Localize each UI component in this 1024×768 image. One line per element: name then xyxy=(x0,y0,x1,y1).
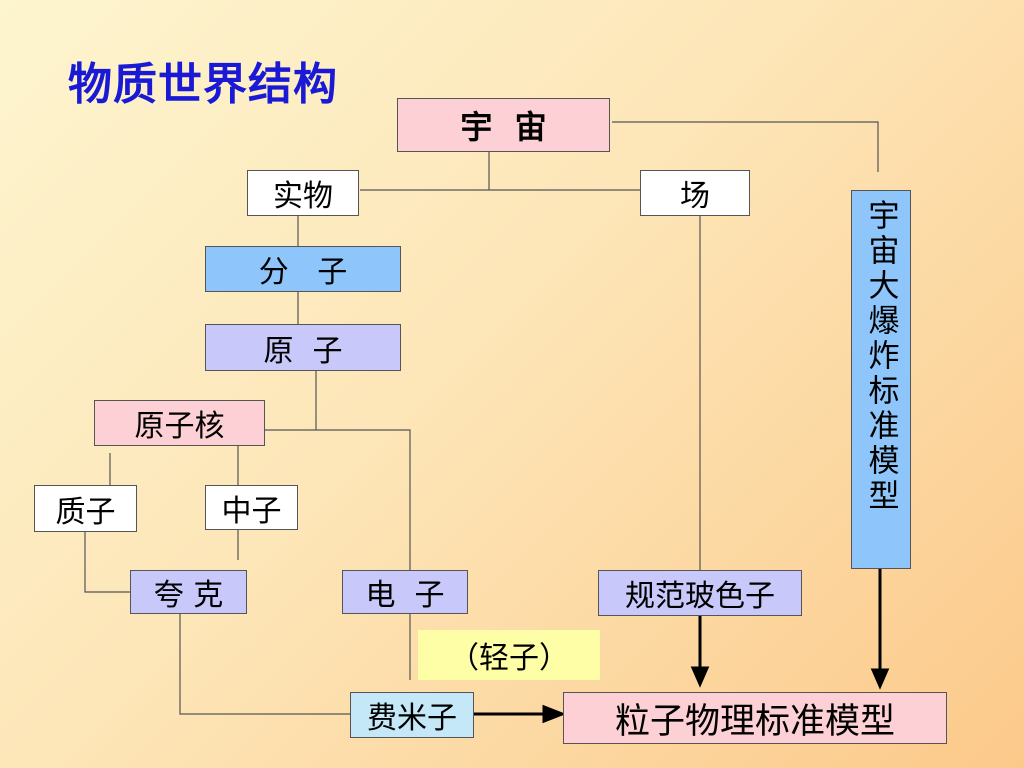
lepton-note: （轻子） xyxy=(418,630,600,680)
node-quark: 夸 克 xyxy=(130,570,247,614)
node-universe: 宇 宙 xyxy=(397,98,610,152)
node-matter: 实物 xyxy=(247,170,359,216)
node-proton: 质子 xyxy=(34,485,137,532)
node-big-bang-model: 宇宙大爆炸标准模型 xyxy=(851,190,911,569)
node-standard-model: 粒子物理标准模型 xyxy=(563,692,947,744)
node-field: 场 xyxy=(640,170,750,216)
page-title: 物质世界结构 xyxy=(68,59,338,110)
node-neutron: 中子 xyxy=(205,485,298,530)
node-electron: 电 子 xyxy=(342,570,468,614)
node-atom: 原 子 xyxy=(205,324,401,371)
node-nucleus: 原子核 xyxy=(94,400,265,446)
node-gauge-boson: 规范玻色子 xyxy=(598,570,802,616)
node-fermion: 费米子 xyxy=(350,692,474,738)
node-molecule: 分 子 xyxy=(205,246,401,292)
